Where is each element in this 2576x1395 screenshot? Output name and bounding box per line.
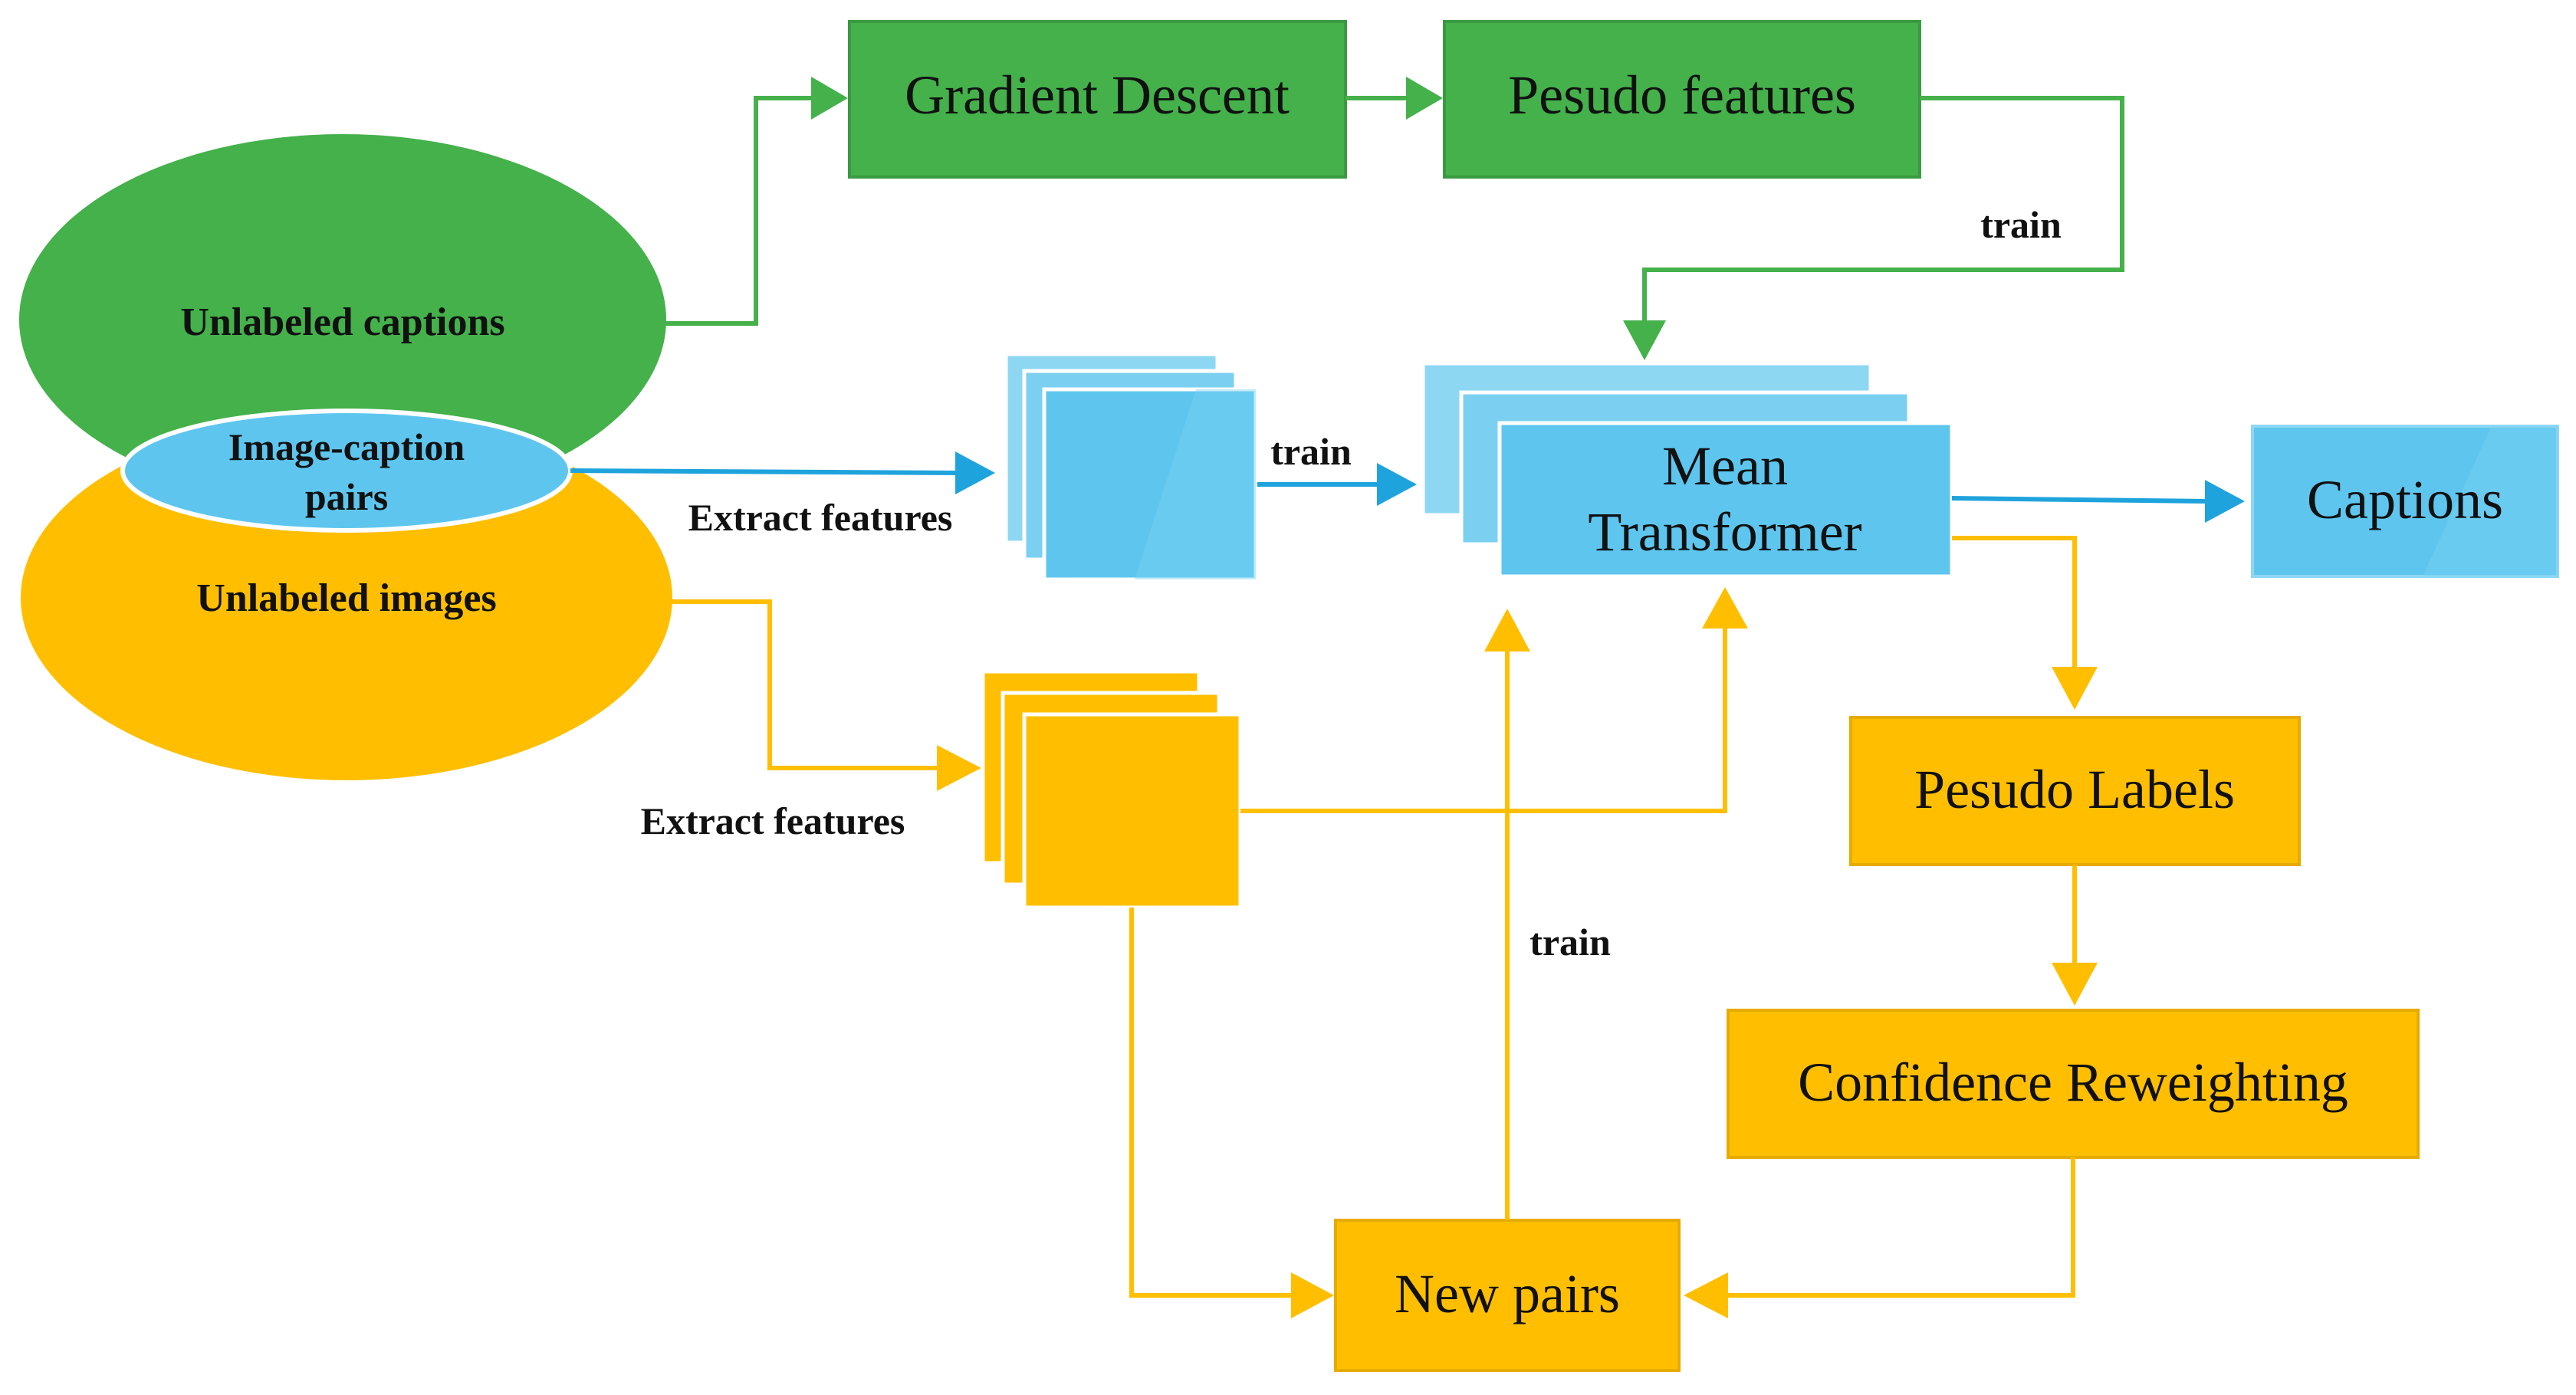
captions-label: Captions — [2307, 469, 2503, 530]
new-pairs-box: New pairs — [1334, 1219, 1681, 1372]
edge-pseudo-to-transformer — [1642, 96, 2124, 320]
arrowhead-new-pairs-right — [1684, 1272, 1728, 1318]
arrowhead-features-orange — [937, 745, 981, 791]
pseudo-labels-box: Pesudo Labels — [1849, 716, 2301, 866]
gradient-descent-box: Gradient Descent — [848, 20, 1347, 179]
extract-features-label-orange: Extract features — [641, 799, 905, 842]
edge-reweighting-to-new-pairs — [1725, 1157, 2075, 1298]
arrowhead-features-blue — [955, 451, 995, 494]
arrowhead-new-pairs-left — [1291, 1272, 1334, 1318]
train-label-green: train — [1980, 203, 2062, 246]
mean-transformer-box: Mean Transformer — [1421, 361, 1954, 579]
arrowhead-gradient — [811, 77, 848, 120]
edge-orange-features-to-new-pairs — [1129, 908, 1294, 1298]
pseudo-features-label: Pesudo features — [1508, 64, 1856, 126]
arrowhead-transformer-bottom-right — [1702, 587, 1748, 629]
arrowhead-reweighting — [2052, 963, 2098, 1006]
arrowhead-pseudo — [1406, 77, 1443, 120]
gradient-descent-label: Gradient Descent — [905, 64, 1290, 126]
edge-transformer-to-pseudo-labels — [1952, 536, 2077, 668]
confidence-reweighting-label: Confidence Reweighting — [1798, 1052, 2348, 1113]
pseudo-labels-label: Pesudo Labels — [1914, 759, 2235, 820]
arrowhead-transformer-left — [1377, 463, 1417, 506]
edge-orange-features-to-transformer — [1240, 627, 1727, 813]
edge-pairs-to-features — [570, 468, 959, 475]
new-pairs-label: New pairs — [1395, 1263, 1620, 1324]
arrowhead-captions — [2205, 480, 2245, 523]
arrowhead-transformer-top — [1623, 320, 1666, 360]
image-caption-pairs-label-line1: Image-caption — [228, 425, 465, 468]
unlabeled-captions-label: Unlabeled captions — [180, 300, 504, 344]
image-caption-pairs-label-line2: pairs — [305, 475, 388, 518]
confidence-reweighting-box: Confidence Reweighting — [1727, 1009, 2420, 1159]
edge-images-to-features — [670, 599, 940, 770]
extract-features-label-blue: Extract features — [688, 496, 953, 539]
arrowhead-pseudo-labels — [2052, 667, 2098, 710]
blue-feature-stack — [1004, 352, 1258, 582]
train-label-blue: train — [1270, 430, 1352, 473]
train-label-orange: train — [1530, 921, 1611, 963]
arrowhead-transformer-bottom-left — [1484, 609, 1530, 652]
mean-transformer-label-line1: Mean — [1662, 435, 1788, 497]
orange-feature-stack — [981, 669, 1243, 910]
unlabeled-captions-ellipse — [19, 134, 666, 505]
edge-transformer-to-captions — [1951, 496, 2209, 504]
captions-box: Captions — [2251, 425, 2559, 578]
mean-transformer-label-line2: Transformer — [1588, 501, 1861, 563]
unlabeled-images-label: Unlabeled images — [196, 576, 496, 620]
pseudo-features-box: Pesudo features — [1443, 20, 1921, 179]
edge-captions-to-gradient — [665, 96, 811, 326]
